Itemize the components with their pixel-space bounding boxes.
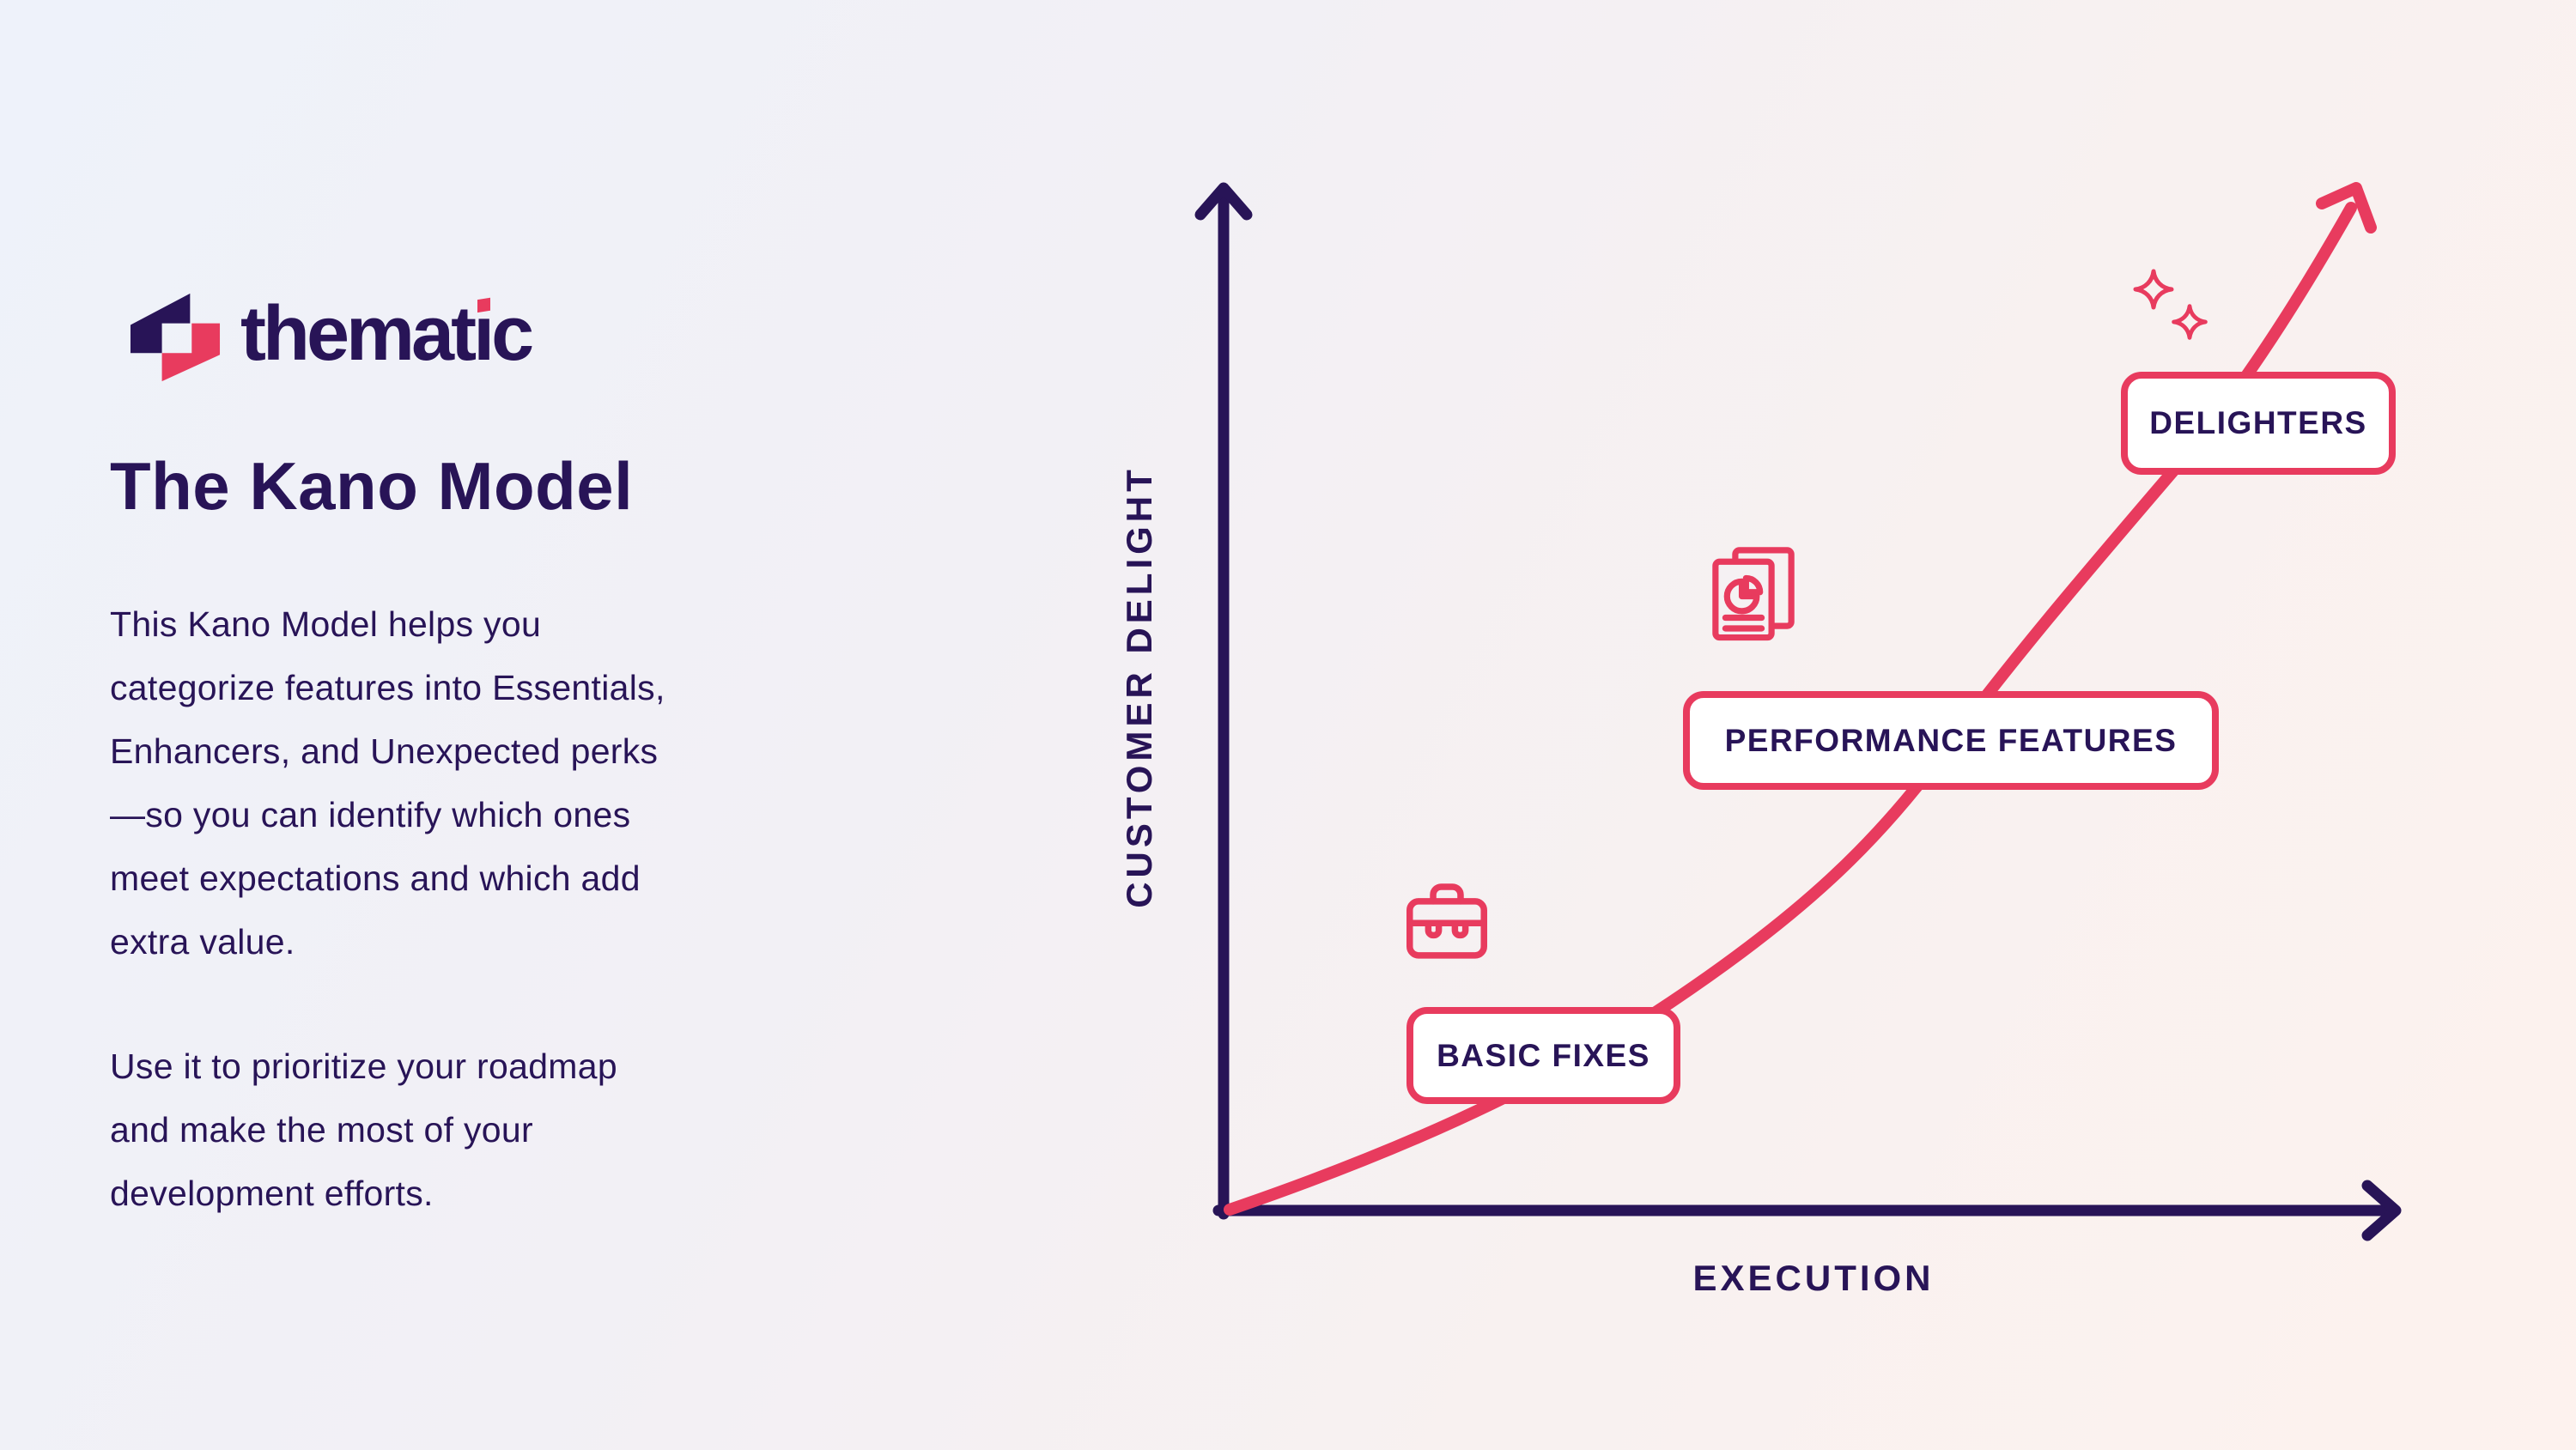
page-title: The Kano Model (110, 448, 634, 524)
y-axis-label: CUSTOMER DELIGHT (1119, 465, 1159, 908)
performance-features-label: PERFORMANCE FEATURES (1724, 722, 2178, 758)
thematic-logo-mark-icon (130, 293, 221, 382)
delighters-label: DELIGHTERS (2149, 405, 2367, 440)
briefcase-icon (1406, 881, 1487, 959)
y-axis (1194, 182, 1253, 1220)
intro-paragraph: This Kano Model helps you categorize fea… (110, 604, 665, 962)
delighters-badge: DELIGHTERS (2121, 372, 2396, 475)
performance-features-badge: PERFORMANCE FEATURES (1683, 691, 2219, 790)
x-axis-arrow-icon (2361, 1180, 2402, 1241)
y-axis-arrow-icon (1194, 182, 1253, 221)
sparkle-large-icon (2133, 268, 2174, 311)
basic-fixes-badge: BASIC FIXES (1406, 1007, 1680, 1104)
usage-paragraph: Use it to prioritize your roadmap and ma… (110, 1047, 617, 1213)
x-axis (1212, 1180, 2402, 1241)
curve-arrow-icon (2316, 182, 2377, 234)
x-axis-label: EXECUTION (1692, 1258, 1935, 1298)
report-icon (1712, 547, 1795, 649)
thematic-logo: thematıc (129, 291, 534, 383)
brand-wordmark: thematıc (240, 291, 534, 377)
basic-fixes-label: BASIC FIXES (1437, 1037, 1650, 1073)
sparkle-small-icon (2172, 303, 2208, 341)
